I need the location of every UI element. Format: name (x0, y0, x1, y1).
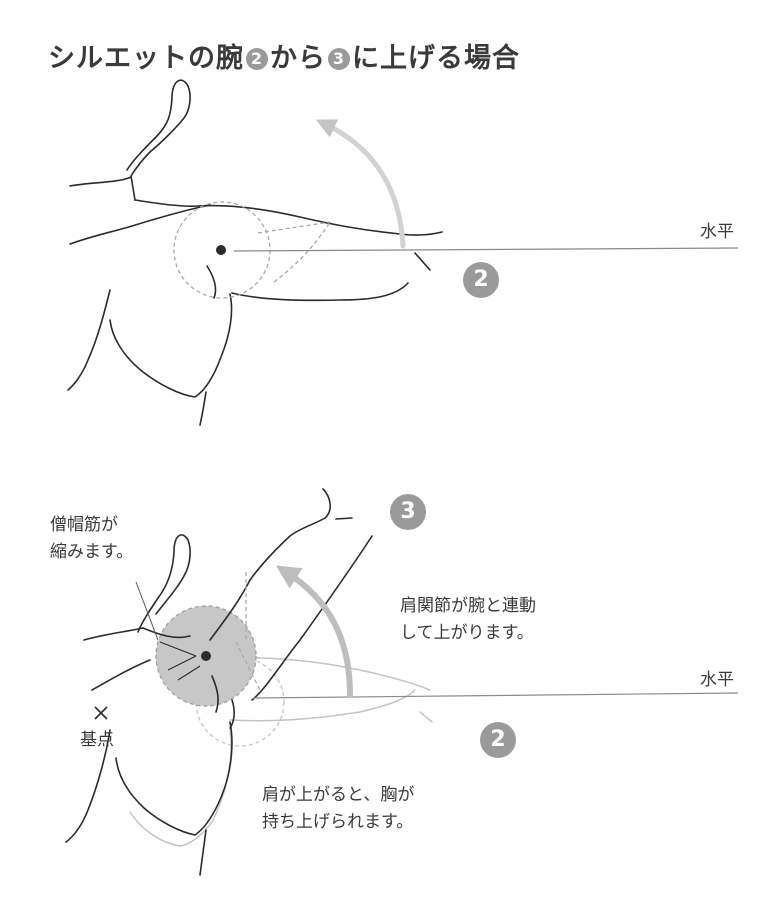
top-upper-back (134, 199, 401, 235)
base-point-label: 基点 (80, 730, 114, 750)
top-horizontal-label: 水平 (700, 222, 734, 242)
bottom-ghost-joint-circle (195, 657, 285, 747)
ghost-arm-lower (229, 689, 416, 722)
bottom-chest (115, 721, 233, 836)
bottom-horizontal-line (252, 692, 739, 699)
top-chest (109, 293, 233, 398)
top-dashed-guide (257, 221, 331, 283)
bottom-torso-right (199, 829, 207, 876)
bottom-armpit (211, 675, 219, 713)
bottom-position-3-badge: 3 (390, 494, 426, 530)
top-shoulder-joint-circle (173, 201, 271, 299)
trapezius-leader-line (135, 581, 159, 641)
top-shoulder-line (69, 176, 132, 187)
top-shoulder-pivot-dot (216, 245, 226, 255)
chest-note: 肩が上がると、胸が 持ち上げられます。 (262, 782, 414, 836)
top-neck-left (69, 204, 211, 245)
trapezius-note-line-2: 縮みます。 (50, 542, 134, 562)
ghost-chest (129, 729, 232, 847)
bottom-raised-fingers-back (155, 539, 191, 615)
title-number-2-icon: 2 (246, 48, 268, 70)
top-position-2-badge: 2 (463, 262, 499, 298)
title-number-3-icon: 3 (328, 48, 350, 70)
bottom-rotation-arrow (275, 565, 353, 698)
bottom-hand-fingers (335, 517, 353, 520)
bottom-shoulder-line (83, 627, 144, 641)
bottom-position-2-badge: 2 (480, 722, 516, 758)
base-point-x-icon (94, 706, 108, 720)
title-part-3: に上げる場合 (352, 43, 520, 74)
top-torso-left (67, 289, 111, 391)
chest-note-line-2: 持ち上げられます。 (262, 812, 414, 832)
shoulder-joint-note: 肩関節が腕と連動 して上がります。 (400, 593, 536, 647)
trapezius-fibers (159, 641, 201, 681)
top-arm-upper (399, 231, 443, 236)
chest-note-line-1: 肩が上がると、胸が (262, 785, 415, 805)
top-horizontal-line (233, 247, 739, 252)
top-armpit (206, 265, 217, 299)
bottom-hand (249, 488, 331, 581)
bottom-torso-left (65, 729, 111, 843)
title-part-1: シルエットの腕 (48, 43, 244, 74)
bottom-dashed-guide (235, 572, 261, 691)
bottom-neck-left (91, 659, 151, 691)
trapezius-note: 僧帽筋が 縮みます。 (50, 512, 133, 566)
bottom-trapezius (142, 627, 191, 639)
bottom-arm-front (251, 535, 373, 701)
trapezius-note-line-1: 僧帽筋が (50, 515, 118, 535)
bottom-shoulder-pivot-dot (201, 651, 211, 661)
top-rotation-arrow (315, 119, 406, 249)
top-elbow-tick (414, 252, 431, 271)
ghost-elbow (419, 711, 433, 723)
shoulder-note-line-2: して上がります。 (400, 623, 534, 643)
bottom-figure (65, 488, 373, 876)
bottom-arm-back (209, 579, 251, 641)
top-figure (67, 79, 443, 426)
shoulder-note-line-1: 肩関節が腕と連動 (400, 596, 536, 616)
bottom-inner-arm (229, 699, 235, 729)
top-hand-back (130, 85, 191, 201)
top-arm-lower (231, 282, 409, 302)
top-hand-outline (126, 79, 189, 171)
bottom-raised-fingers (137, 534, 189, 633)
title-part-2: から (270, 43, 326, 74)
top-torso-right (199, 391, 207, 426)
bottom-horizontal-label: 水平 (700, 670, 734, 690)
